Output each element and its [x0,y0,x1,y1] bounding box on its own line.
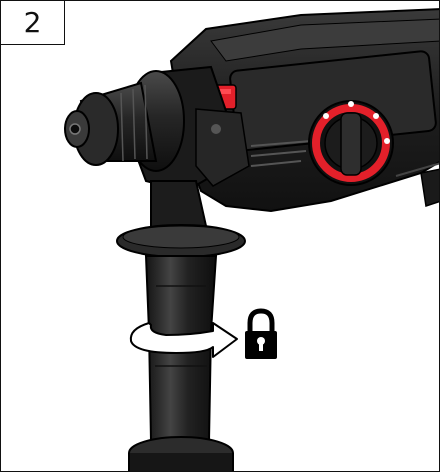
side-handle [128,255,234,471]
drill-chuck [64,70,185,172]
step-badge: 2 [1,1,65,45]
step-number: 2 [23,5,42,39]
rotate-arrow-icon [129,322,238,358]
handle-mount [116,180,246,258]
lock-icon [245,308,277,359]
mode-selector-dial [308,100,394,186]
